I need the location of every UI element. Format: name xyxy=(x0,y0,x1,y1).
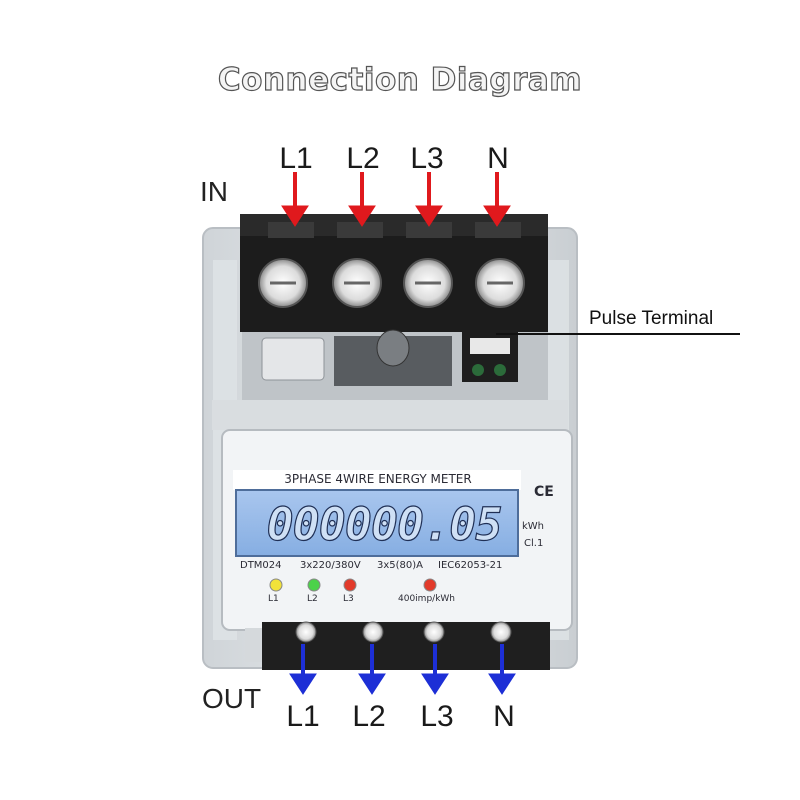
led-l2 xyxy=(307,578,321,592)
led-l1 xyxy=(269,578,283,592)
input-label-l1: L1 xyxy=(279,142,313,175)
in-label: IN xyxy=(200,176,228,207)
impulse-rate: 400imp/kWh xyxy=(398,594,456,604)
lcd-unit: kWh xyxy=(522,521,545,532)
led-pulse xyxy=(423,578,437,592)
lcd-display xyxy=(235,489,519,557)
input-terminal-slots xyxy=(268,222,521,238)
output-arrow-n xyxy=(488,644,516,695)
input-arrow-l3 xyxy=(415,172,443,227)
output-arrow-l3 xyxy=(421,644,449,695)
pulse-terminal-block xyxy=(462,330,518,382)
output-arrows xyxy=(289,644,516,695)
output-terminal-screws xyxy=(295,621,512,643)
ce-mark: CE xyxy=(534,484,554,500)
led-l3 xyxy=(343,578,357,592)
output-label-n: N xyxy=(493,700,515,733)
output-label-l3: L3 xyxy=(420,700,454,733)
input-arrows xyxy=(281,172,511,227)
voltage-rating: 3x220/380V xyxy=(300,560,361,571)
input-arrow-l1 xyxy=(281,172,309,227)
accuracy-class: Cl.1 xyxy=(524,538,544,549)
input-label-l2: L2 xyxy=(346,142,380,175)
out-label: OUT xyxy=(202,683,262,714)
diagram-title: Connection Diagram xyxy=(217,61,583,98)
led-label-l3: L3 xyxy=(343,594,354,604)
input-label-n: N xyxy=(487,142,509,175)
output-label-l2: L2 xyxy=(352,700,386,733)
meter-header-text: 3PHASE 4WIRE ENERGY METER xyxy=(284,472,472,486)
lcd-reading: 000000.05 xyxy=(266,498,503,551)
standard-number: IEC62053-21 xyxy=(438,560,503,571)
model-number: DTM024 xyxy=(240,560,282,571)
output-arrow-l2 xyxy=(358,644,386,695)
input-arrow-l2 xyxy=(348,172,376,227)
input-label-l3: L3 xyxy=(410,142,444,175)
current-rating: 3x5(80)A xyxy=(377,560,424,571)
input-terminal-screws xyxy=(258,258,525,308)
pulse-terminal-label: Pulse Terminal xyxy=(589,308,714,329)
input-arrow-n xyxy=(483,172,511,227)
led-label-l1: L1 xyxy=(268,594,279,604)
output-arrow-l1 xyxy=(289,644,317,695)
output-label-l1: L1 xyxy=(286,700,320,733)
led-label-l2: L2 xyxy=(307,594,318,604)
